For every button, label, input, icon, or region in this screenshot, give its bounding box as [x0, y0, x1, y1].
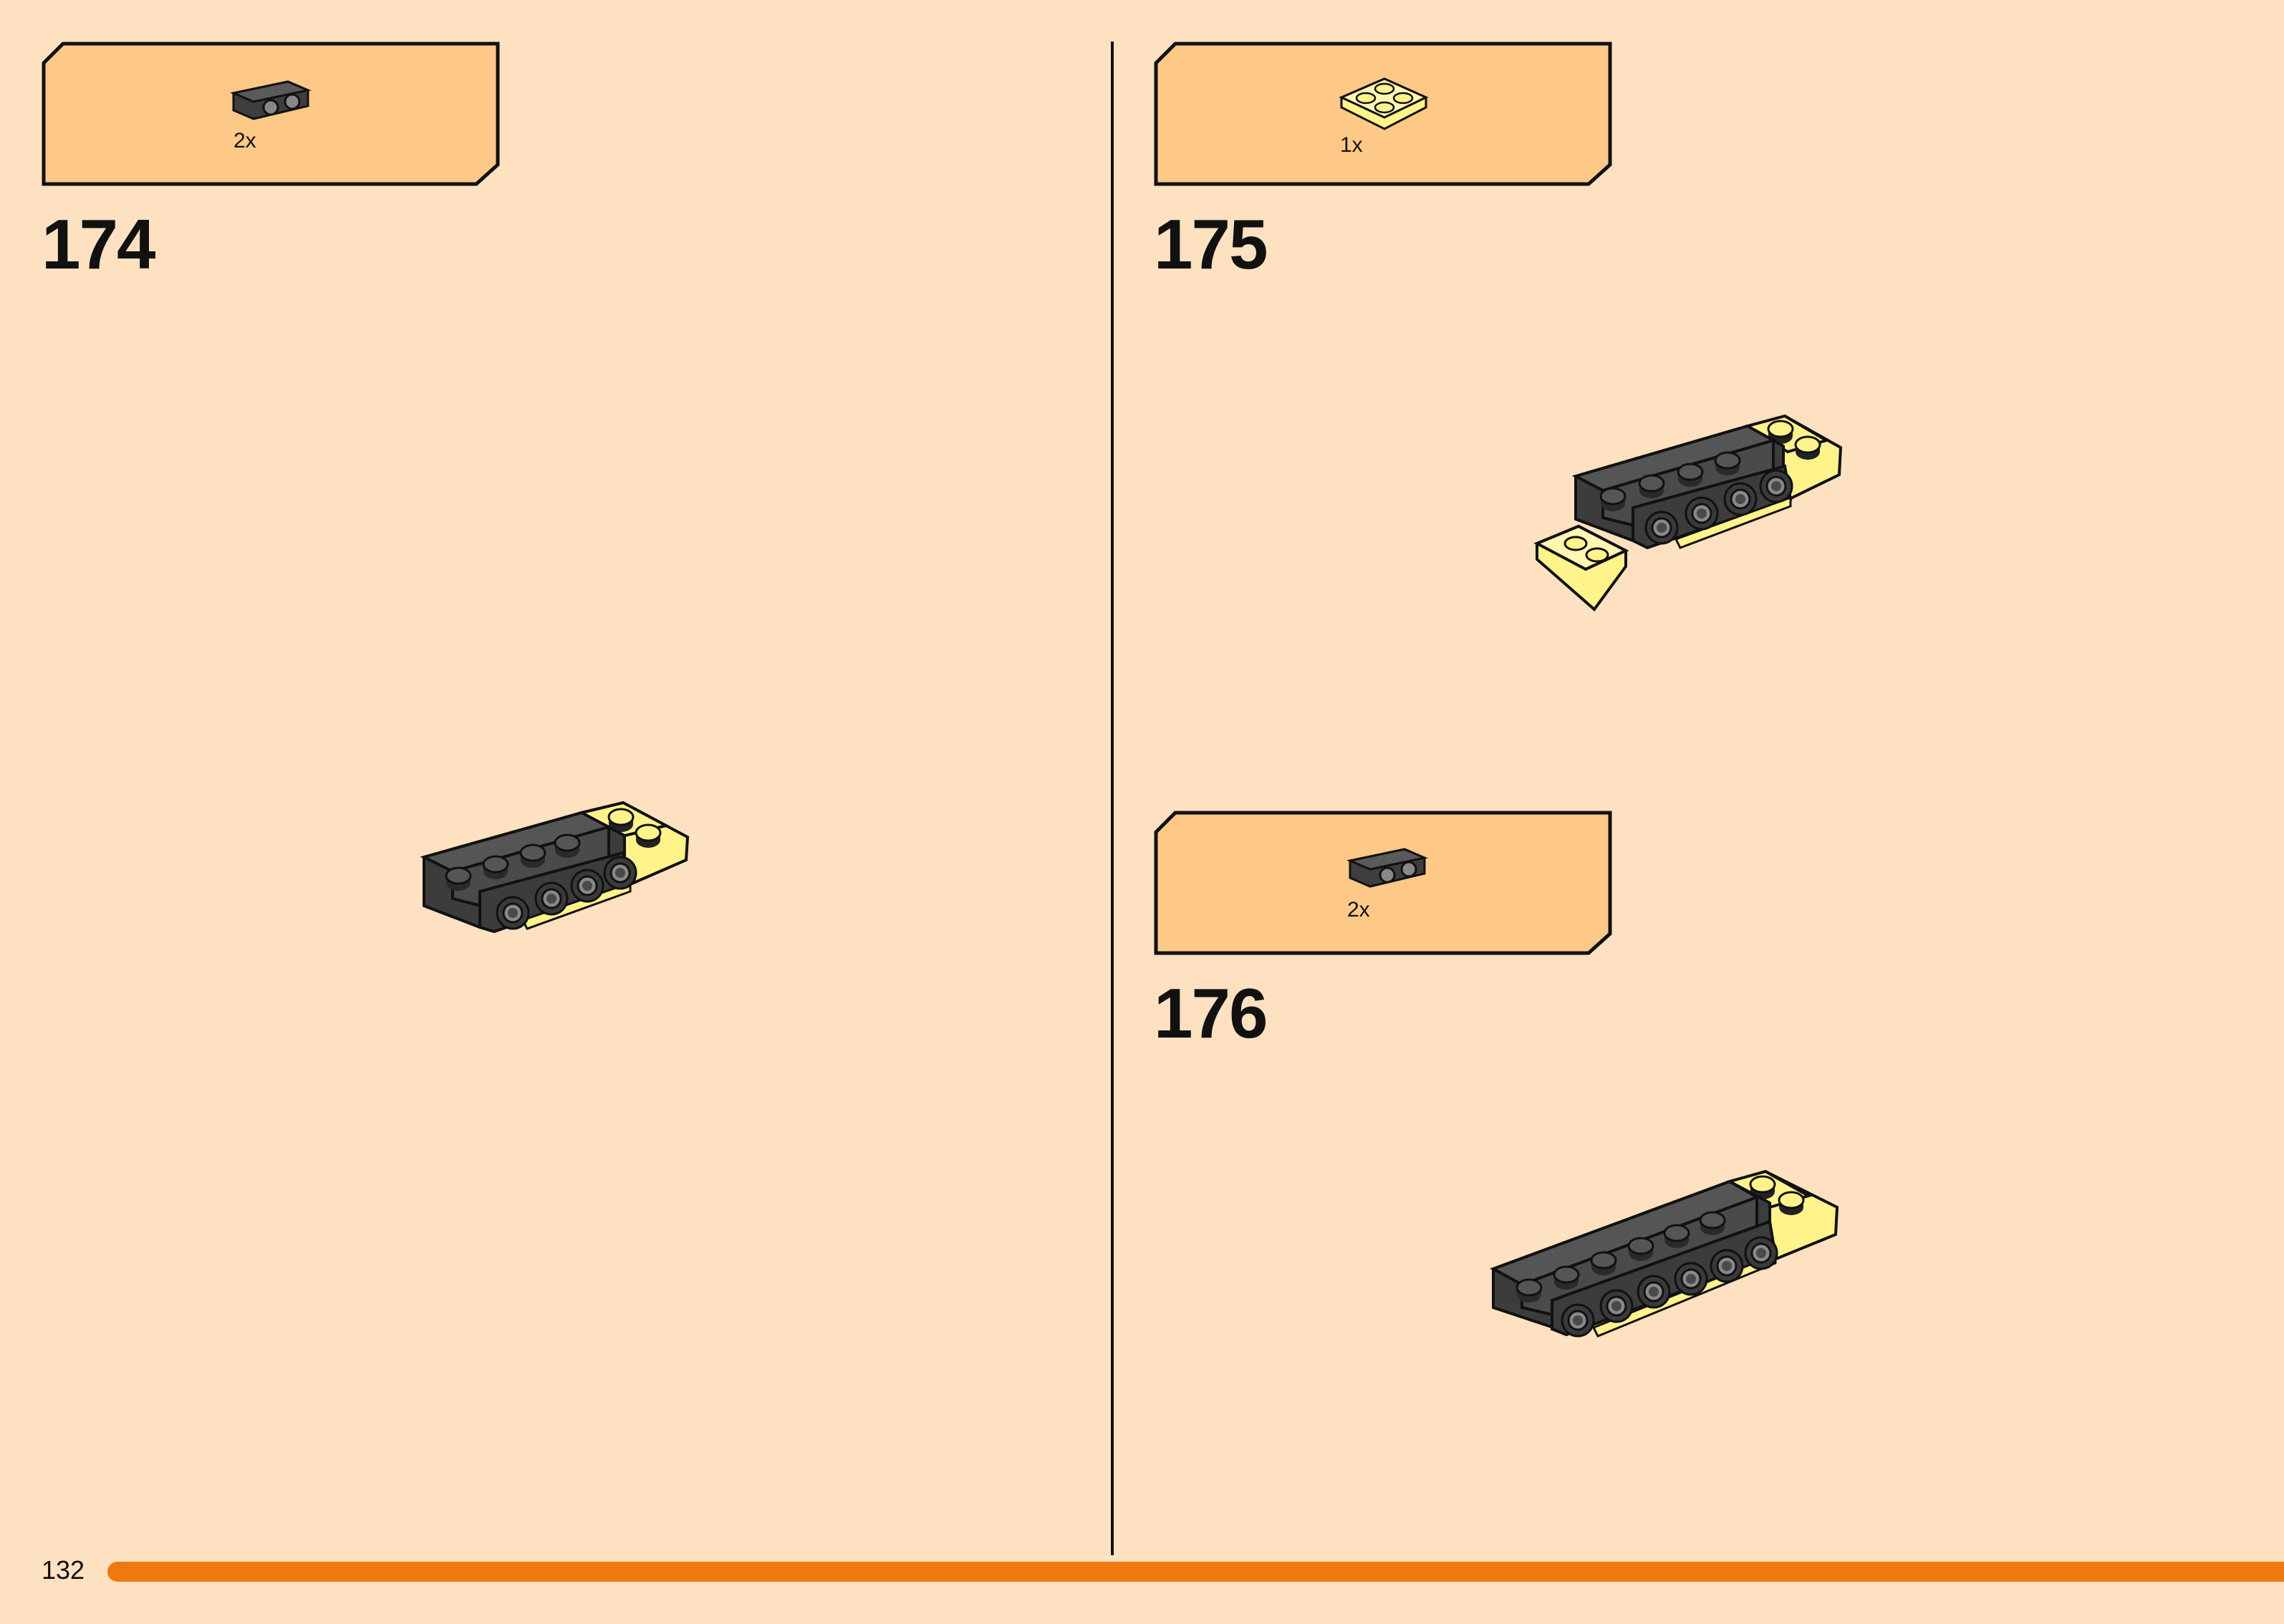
model-assembly-step-174 — [420, 801, 690, 934]
step-number-174: 174 — [42, 205, 156, 284]
step-number-175: 175 — [1154, 205, 1268, 284]
page-number: 132 — [42, 1555, 85, 1585]
step-number-176: 176 — [1154, 974, 1268, 1053]
page-divider — [1111, 42, 1114, 1555]
parts-callout-step-174: 2x — [42, 42, 500, 186]
dark-bracket-1x2-icon — [230, 80, 312, 120]
model-assembly-step-175 — [1533, 414, 1843, 612]
dark-bracket-1x2-icon — [1346, 848, 1428, 888]
parts-callout-step-175: 1x — [1154, 42, 1612, 186]
model-assembly-step-176 — [1490, 1169, 1839, 1338]
progress-bar — [107, 1562, 2284, 1582]
part-quantity: 2x — [1347, 898, 1370, 922]
parts-callout-step-176: 2x — [1154, 811, 1612, 955]
part-quantity: 1x — [1340, 133, 1363, 157]
yellow-plate-2x2-icon — [1339, 77, 1429, 130]
part-quantity: 2x — [233, 129, 256, 153]
